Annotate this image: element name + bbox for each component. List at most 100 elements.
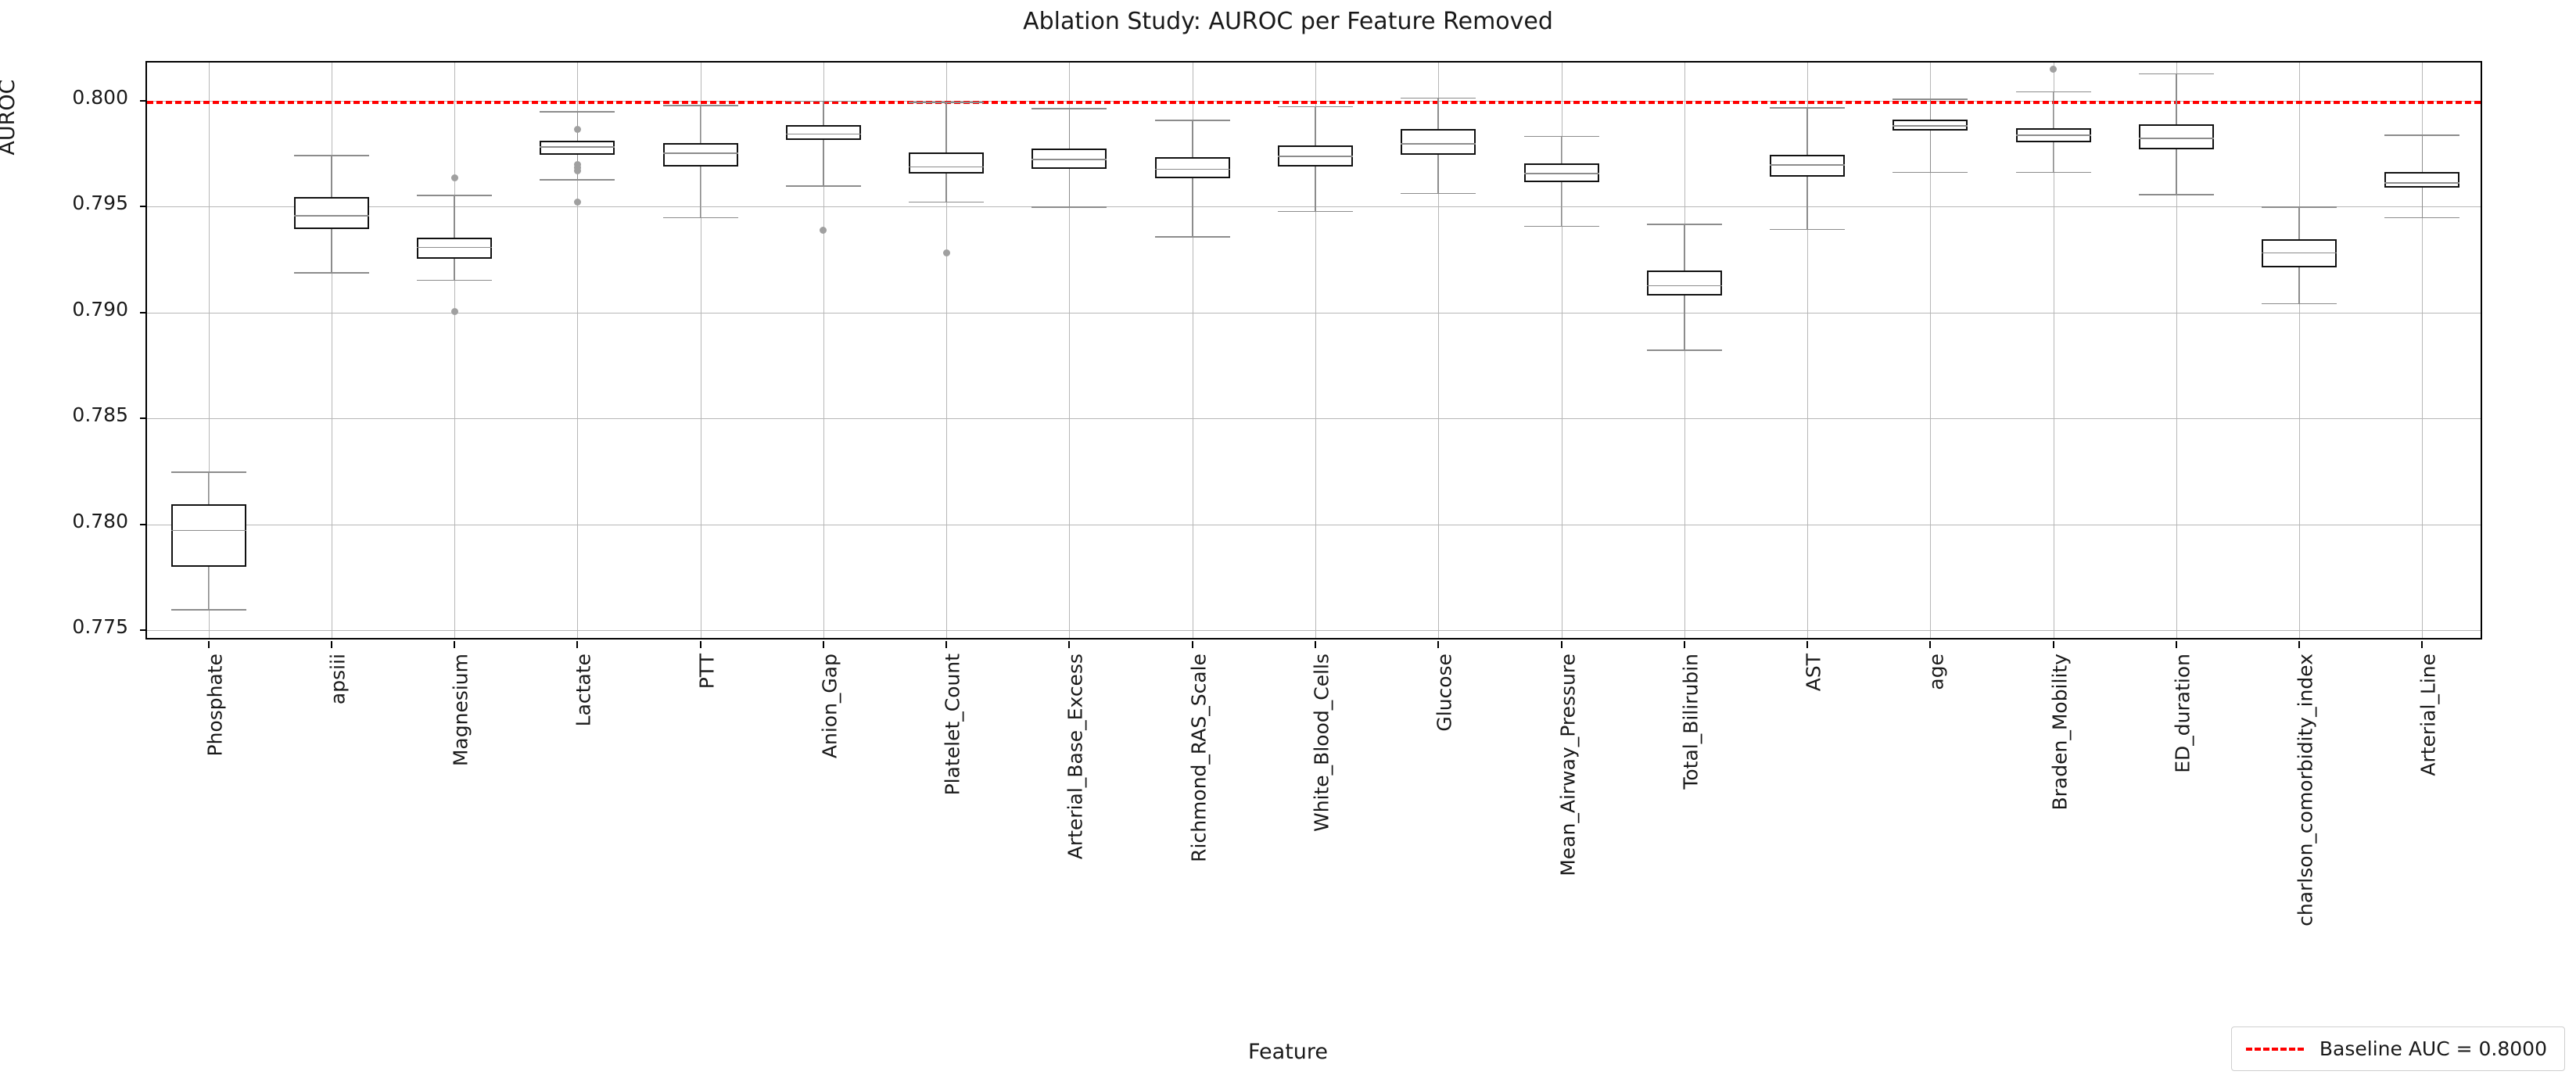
outlier-point bbox=[450, 307, 458, 315]
outlier-point bbox=[573, 199, 581, 206]
boxplot-Magnesium bbox=[147, 63, 2484, 638]
boxplot-Richmond_RAS_Scale bbox=[147, 63, 2484, 638]
cap-upper bbox=[170, 471, 246, 473]
box-iqr bbox=[662, 143, 738, 167]
cap-lower bbox=[2015, 171, 2091, 174]
cap-lower bbox=[1646, 349, 1722, 351]
whisker-lower bbox=[207, 567, 210, 610]
whisker-lower bbox=[1560, 182, 1562, 226]
gridline-horizontal bbox=[147, 418, 2481, 420]
box-iqr bbox=[785, 124, 861, 140]
cap-lower bbox=[1401, 192, 1476, 195]
median-line bbox=[909, 166, 985, 168]
cap-upper bbox=[1770, 106, 1846, 109]
x-axis-tick-label: Glucose bbox=[1433, 654, 1456, 732]
median-line bbox=[785, 133, 861, 135]
cap-upper bbox=[293, 154, 369, 156]
cap-upper bbox=[662, 105, 738, 106]
box-iqr bbox=[1646, 270, 1722, 296]
boxplot-Braden_Mobility bbox=[147, 63, 2484, 638]
x-axis-tick bbox=[945, 641, 948, 648]
whisker-lower bbox=[331, 228, 332, 273]
x-axis-tick-label: Arterial_Base_Excess bbox=[1064, 654, 1087, 860]
cap-lower bbox=[170, 609, 246, 611]
y-axis-tick bbox=[140, 523, 147, 525]
x-axis-tick-label: PTT bbox=[695, 654, 719, 690]
median-line bbox=[170, 529, 246, 532]
whisker-lower bbox=[2176, 149, 2177, 195]
cap-lower bbox=[785, 185, 861, 187]
whisker-lower bbox=[699, 166, 701, 217]
median-line bbox=[1523, 172, 1599, 174]
boxplot-Mean_Airway_Pressure bbox=[147, 63, 2484, 638]
box-iqr bbox=[1154, 156, 1230, 178]
x-axis-tick-label: Braden_Mobility bbox=[2048, 654, 2072, 811]
cap-lower bbox=[2138, 194, 2214, 195]
outlier-point bbox=[2050, 65, 2058, 73]
y-axis-tick-label: 0.800 bbox=[72, 85, 128, 109]
y-axis-tick bbox=[140, 417, 147, 420]
x-axis-tick bbox=[1806, 641, 1809, 648]
median-line bbox=[1154, 168, 1230, 170]
y-axis-tick bbox=[140, 311, 147, 313]
x-axis-tick-label: AST bbox=[1802, 654, 1825, 692]
boxplot-Total_Bilirubin bbox=[147, 63, 2484, 638]
cap-upper bbox=[540, 111, 615, 113]
y-axis-tick-label: 0.785 bbox=[72, 403, 128, 427]
median-line bbox=[1278, 156, 1353, 157]
boxplot-age bbox=[147, 63, 2484, 638]
y-axis-tick-label: 0.775 bbox=[72, 615, 128, 639]
whisker-lower bbox=[454, 258, 455, 280]
gridline-vertical bbox=[1069, 63, 1071, 638]
cap-lower bbox=[1523, 225, 1599, 228]
boxplot-Anion_Gap bbox=[147, 63, 2484, 638]
gridline-vertical bbox=[2176, 63, 2177, 638]
box-iqr bbox=[909, 152, 985, 174]
box-iqr bbox=[1401, 129, 1476, 155]
median-line bbox=[2384, 182, 2460, 184]
median-line bbox=[2138, 138, 2214, 139]
whisker-lower bbox=[1315, 166, 1316, 211]
gridline-horizontal bbox=[147, 630, 2481, 632]
cap-upper bbox=[1646, 224, 1722, 225]
cap-lower bbox=[293, 272, 369, 274]
whisker-upper bbox=[1806, 106, 1808, 155]
cap-upper bbox=[417, 195, 493, 196]
cap-lower bbox=[662, 217, 738, 219]
whisker-upper bbox=[1437, 97, 1440, 130]
cap-upper bbox=[1893, 99, 1968, 100]
legend: Baseline AUC = 0.8000 bbox=[2230, 1026, 2565, 1071]
boxplot-charlson_comorbidity_index bbox=[147, 63, 2484, 638]
whisker-upper bbox=[2421, 134, 2424, 172]
gridline-vertical bbox=[2299, 63, 2301, 638]
whisker-upper bbox=[454, 195, 455, 238]
x-axis-tick bbox=[2298, 641, 2301, 648]
boxplot-Platelet_Count bbox=[147, 63, 2484, 638]
x-axis-tick bbox=[454, 641, 456, 648]
cap-lower bbox=[2384, 217, 2460, 219]
whisker-upper bbox=[2298, 206, 2300, 240]
median-line bbox=[540, 146, 615, 148]
whisker-upper bbox=[1068, 108, 1071, 149]
whisker-upper bbox=[331, 154, 332, 198]
whisker-upper bbox=[699, 105, 701, 143]
chart-title: Ablation Study: AUROC per Feature Remove… bbox=[1023, 8, 1553, 35]
boxplot-White_Blood_Cells bbox=[147, 63, 2484, 638]
cap-upper bbox=[909, 102, 985, 103]
y-axis-label: AUROC bbox=[0, 79, 20, 156]
x-axis-tick-label: Mean_Airway_Pressure bbox=[1556, 654, 1580, 876]
whisker-lower bbox=[1929, 130, 1932, 172]
whisker-upper bbox=[945, 102, 947, 153]
box-iqr bbox=[170, 504, 246, 568]
x-axis-label: Feature bbox=[1247, 1040, 1329, 1064]
gridline-vertical bbox=[2422, 63, 2424, 638]
x-axis-tick bbox=[330, 641, 332, 648]
x-axis-tick-label: Anion_Gap bbox=[818, 654, 841, 759]
x-axis-tick bbox=[699, 641, 701, 648]
box-iqr bbox=[2384, 171, 2460, 188]
cap-upper bbox=[1523, 135, 1599, 138]
y-axis-tick-label: 0.795 bbox=[72, 192, 128, 215]
median-line bbox=[1770, 164, 1846, 166]
x-axis-tick bbox=[1315, 641, 1316, 648]
